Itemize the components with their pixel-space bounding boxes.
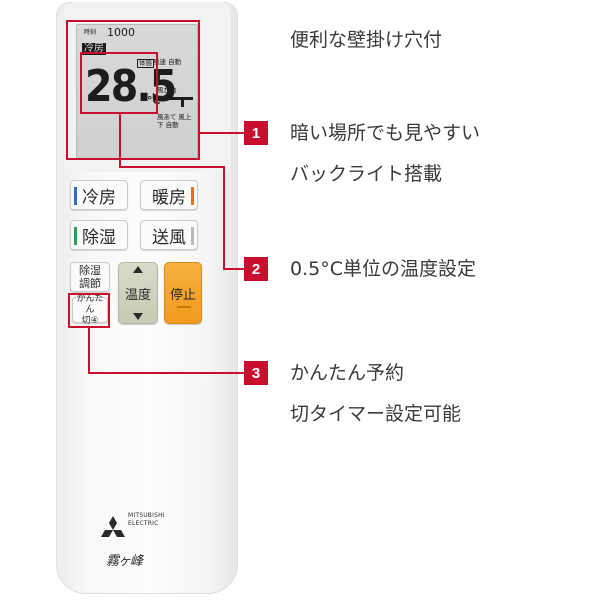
temperature-up-icon[interactable] (133, 266, 143, 273)
easy-off-timer-line1: かんたん (76, 293, 104, 315)
cool-label: 冷房 (82, 187, 116, 208)
temperature-button[interactable]: 温度 (118, 262, 158, 324)
feature-1-line1: 暗い場所でも見やすい (290, 122, 481, 144)
stop-label: 停止 (169, 287, 196, 303)
connector-2c (223, 166, 225, 270)
connector-2d (223, 268, 244, 270)
connector-2a (119, 114, 121, 168)
humidity-adjust-button[interactable]: 除湿 調節 (70, 262, 110, 292)
brand-name: MITSUBISHI ELECTRIC (128, 512, 165, 528)
connector-3b (88, 372, 244, 374)
dry-button[interactable]: 除湿 (70, 220, 128, 250)
lcd-louver-mark (181, 100, 184, 107)
caption-wall-hook: 便利な壁掛け穴付 (290, 29, 443, 51)
lcd-temperature-unit: °C (147, 94, 161, 107)
fan-stripe (191, 227, 194, 245)
lcd-fan-speed: 風速 自動 (153, 58, 182, 66)
dry-stripe (74, 227, 77, 245)
brand-logo: MITSUBISHI ELECTRIC 霧ヶ峰 (98, 512, 198, 574)
highlight-box-3 (68, 293, 110, 328)
feature-number-2: 2 (244, 257, 268, 281)
dry-label: 除湿 (82, 227, 116, 248)
feature-1-line2: バックライト搭載 (290, 163, 443, 185)
cool-stripe (74, 187, 77, 205)
lcd-timer-label: 時刻 (84, 29, 97, 36)
humidity-adjust-line1: 除湿 (79, 264, 101, 277)
fan-button[interactable]: 送風 (140, 220, 198, 250)
cool-button[interactable]: 冷房 (70, 180, 128, 210)
brand-line2: ELECTRIC (128, 520, 159, 527)
connector-3a (88, 328, 90, 374)
humidity-adjust-line2: 調節 (79, 277, 101, 290)
three-diamonds-icon (101, 516, 125, 537)
feature-number-3: 3 (244, 361, 268, 385)
heat-stripe (191, 187, 194, 205)
heat-label: 暖房 (152, 187, 186, 208)
feature-2-line1: 0.5°C単位の温度設定 (290, 258, 476, 280)
highlight-box-2 (80, 52, 158, 114)
lcd-body-sense: 体感 (137, 59, 154, 68)
highlight-box-1 (66, 20, 200, 160)
brand-line1: MITSUBISHI (128, 512, 165, 519)
lcd-louver-ud: 風あて 風上下 自動 (157, 113, 192, 129)
easy-off-timer-button[interactable]: かんたん 切④ (72, 293, 108, 326)
connector-1 (200, 132, 244, 134)
lcd-time: 1000 (107, 26, 135, 39)
lcd-temperature: 28.5 (85, 61, 177, 112)
fan-label: 送風 (152, 227, 186, 248)
lcd-louver-bar (157, 97, 193, 100)
temperature-down-icon[interactable] (133, 313, 143, 320)
easy-off-timer-line2: 切④ (81, 315, 99, 326)
feature-number-1: 1 (244, 121, 268, 145)
connector-2b (119, 166, 225, 168)
stop-button[interactable]: 停止 (164, 262, 202, 324)
feature-3-line1: かんたん予約 (290, 362, 405, 384)
feature-3-line2: 切タイマー設定可能 (290, 403, 462, 425)
lcd-louver-lr: 風左右 (157, 86, 177, 94)
heat-button[interactable]: 暖房 (140, 180, 198, 210)
temperature-label: 温度 (124, 287, 151, 303)
product-name: 霧ヶ峰 (106, 554, 143, 569)
stop-indicator (177, 306, 191, 308)
